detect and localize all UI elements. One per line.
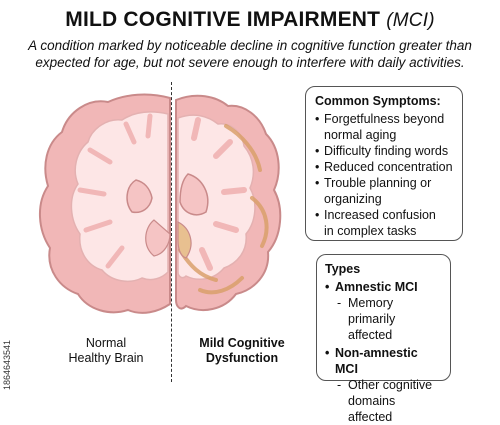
symptom-item: Reduced concentration (315, 159, 454, 175)
types-box: Types Amnestic MCI Memory primarily affe… (316, 254, 451, 424)
normal-deep-structure (145, 219, 171, 257)
mci-ventricle (179, 173, 209, 216)
mci-brain-label: Mild Cognitive Dysfunction (182, 336, 302, 366)
type-non-amnestic-desc-line-1: Other cognitive (348, 378, 433, 392)
normal-sulcus (77, 113, 153, 269)
subtitle: A condition marked by noticeable decline… (10, 37, 490, 71)
symptom-text: Increased confusion (324, 208, 436, 222)
hemisphere-divider (171, 82, 172, 382)
symptom-text: normal aging (324, 128, 397, 142)
normal-hemisphere (38, 93, 171, 314)
mci-label-line-2: Dysfunction (205, 351, 279, 365)
subtitle-line-1: A condition marked by noticeable decline… (28, 38, 472, 53)
mci-deep-structure (177, 221, 192, 259)
type-amnestic-description: Memory primarily affected (325, 295, 442, 343)
brain-illustration (38, 93, 282, 314)
mci-sulcus (191, 117, 247, 271)
subtitle-line-2: expected for age, but not severe enough … (35, 55, 465, 70)
symptom-text: organizing (324, 192, 382, 206)
symptom-text: Difficulty finding words (324, 144, 449, 158)
mci-hemisphere (175, 94, 282, 311)
symptom-item: Increased confusion in complex tasks (315, 207, 454, 239)
normal-ventricle (126, 179, 153, 214)
symptom-item: Forgetfulness beyond normal aging (315, 111, 454, 143)
symptom-text: Reduced concentration (324, 160, 453, 174)
normal-label-line-1: Normal (85, 336, 127, 350)
type-non-amnestic-desc-line-2: domains affected (348, 394, 396, 424)
normal-label-line-2: Healthy Brain (68, 351, 144, 365)
watermark-text: 1864643541 (2, 339, 12, 390)
symptom-text: in complex tasks (324, 224, 417, 238)
page-title: MILD COGNITIVE IMPAIRMENT (MCI) (0, 8, 500, 32)
mci-label-line-1: Mild Cognitive (199, 336, 285, 350)
stock-id-watermark: 1864643541 (2, 280, 14, 390)
type-amnestic: Amnestic MCI (325, 279, 442, 295)
symptoms-title: Common Symptoms: (315, 94, 441, 108)
type-non-amnestic-description: Other cognitive domains affected (325, 377, 442, 425)
normal-brain-label: Normal Healthy Brain (58, 336, 154, 366)
mci-white-matter (177, 114, 256, 281)
types-title: Types (325, 262, 361, 276)
type-non-amnestic: Non-amnestic MCI (325, 345, 442, 377)
title-text: MILD COGNITIVE IMPAIRMENT (65, 8, 381, 31)
symptoms-list: Forgetfulness beyond normal aging Diffic… (315, 111, 454, 239)
mci-lesion (178, 124, 269, 295)
symptom-item: Difficulty finding words (315, 143, 454, 159)
type-amnestic-desc-line-2: affected (348, 328, 393, 342)
type-amnestic-desc-line-1: Memory primarily (348, 296, 396, 326)
title-abbreviation: (MCI) (386, 10, 435, 31)
symptom-text: Forgetfulness beyond (324, 112, 445, 126)
symptoms-box: Common Symptoms: Forgetfulness beyond no… (305, 86, 463, 241)
symptom-item: Trouble planning or organizing (315, 175, 454, 207)
symptom-text: Trouble planning or (324, 176, 432, 190)
